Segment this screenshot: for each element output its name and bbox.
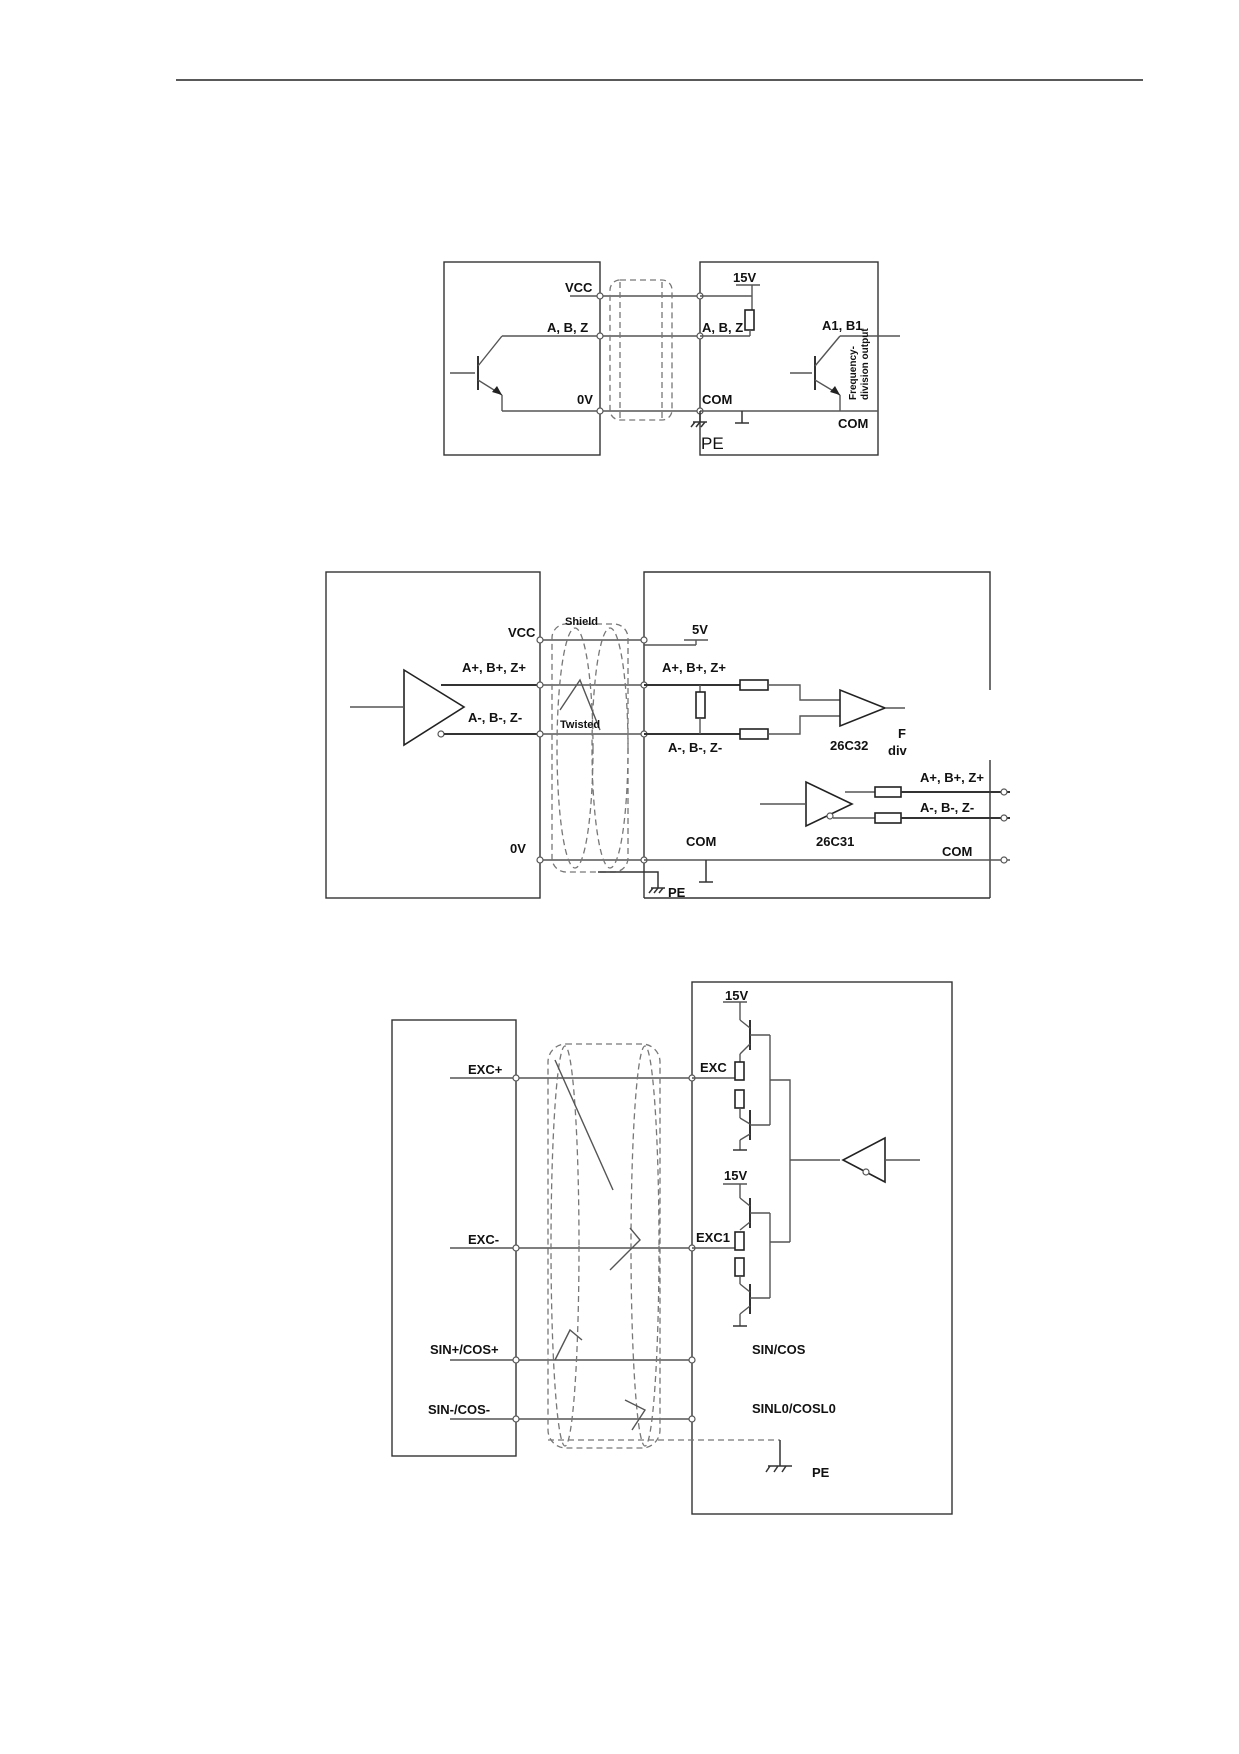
label-sin-pos: SIN+/COS+ <box>430 1342 499 1357</box>
label-sin-neg: SIN-/COS- <box>428 1402 490 1417</box>
out-resistor-pos <box>874 786 902 798</box>
label-26c31: 26C31 <box>816 834 854 849</box>
label-sincos: SIN/COS <box>752 1342 806 1357</box>
label-sinl0: SINL0/COSL0 <box>752 1401 836 1416</box>
label-aneg-out: A-, B-, Z- <box>920 800 974 815</box>
label-freq-div-fragment-2: div <box>888 743 908 758</box>
label-aneg-drv: A-, B-, Z- <box>668 740 722 755</box>
ground-icon <box>735 411 749 424</box>
pe-ground-icon <box>765 1440 792 1473</box>
label-pe: PE <box>668 885 686 900</box>
series-resistor-pos <box>739 679 769 691</box>
npn-transistor-icon <box>450 335 503 396</box>
label-apos-enc: A+, B+, Z+ <box>462 660 526 675</box>
cable-shield <box>551 623 629 873</box>
label-0v: 0V <box>577 392 593 407</box>
twisted-pair-mark <box>559 678 601 731</box>
diagram-differential: VCC A+, B+, Z+ A-, B-, Z- 0V Shield Twis… <box>325 571 1010 900</box>
pullup-resistor <box>744 309 755 331</box>
drive-box <box>699 261 879 456</box>
label-pe: PE <box>701 434 724 453</box>
push-pull-transistor-icon <box>734 1197 771 1326</box>
termination-resistor <box>695 691 706 719</box>
label-exc-neg: EXC- <box>468 1232 499 1247</box>
label-freq-div-1: Frequency- <box>848 346 859 400</box>
label-exc1: EXC1 <box>696 1230 730 1245</box>
label-vcc: VCC <box>565 280 593 295</box>
label-15v-bottom: 15V <box>724 1168 747 1183</box>
label-apos-out: A+, B+, Z+ <box>920 770 984 785</box>
opamp-icon <box>841 1136 886 1184</box>
pe-ground-icon <box>690 411 707 428</box>
encoder-box <box>443 261 601 456</box>
label-com: COM <box>686 834 716 849</box>
label-shield: Shield <box>565 616 598 628</box>
diagram-open-collector: VCC A, B, Z 0V 15V A, B, Z COM PE A1, B1… <box>443 261 900 456</box>
resolver-box <box>391 1019 517 1457</box>
label-vcc: VCC <box>508 625 536 640</box>
label-com-out: COM <box>838 416 868 431</box>
label-0v: 0V <box>510 841 526 856</box>
label-26c32: 26C32 <box>830 738 868 753</box>
label-15v: 15V <box>733 270 756 285</box>
label-a1b1: A1, B1 <box>822 318 862 333</box>
pe-ground-icon <box>598 871 665 894</box>
label-aneg-enc: A-, B-, Z- <box>468 710 522 725</box>
push-pull-transistor-icon <box>734 1019 771 1150</box>
ground-icon <box>699 860 713 883</box>
label-exc-pos: EXC+ <box>468 1062 503 1077</box>
cable-shield <box>547 1043 661 1449</box>
label-5v: 5V <box>692 622 708 637</box>
label-exc: EXC <box>700 1060 727 1075</box>
label-15v-top: 15V <box>725 988 748 1003</box>
receiver-26c32-icon <box>839 688 888 728</box>
label-apos-drv: A+, B+, Z+ <box>662 660 726 675</box>
cable-shield <box>609 279 673 421</box>
series-resistor-neg <box>739 728 769 740</box>
label-twisted: Twisted <box>560 719 600 731</box>
label-abz-drv: A, B, Z <box>702 320 743 335</box>
label-freq-div-fragment-1: F <box>898 726 906 741</box>
label-abz-enc: A, B, Z <box>547 320 588 335</box>
label-com: COM <box>702 392 732 407</box>
label-freq-div-2: division output <box>860 328 871 400</box>
out-resistor-neg <box>874 812 902 824</box>
output-transistor-icon <box>790 335 841 396</box>
label-com-out: COM <box>942 844 972 859</box>
label-pe: PE <box>812 1465 830 1480</box>
diagram-resolver: EXC+ EXC- SIN+/COS+ SIN-/COS- 15V EXC 15… <box>391 981 953 1515</box>
